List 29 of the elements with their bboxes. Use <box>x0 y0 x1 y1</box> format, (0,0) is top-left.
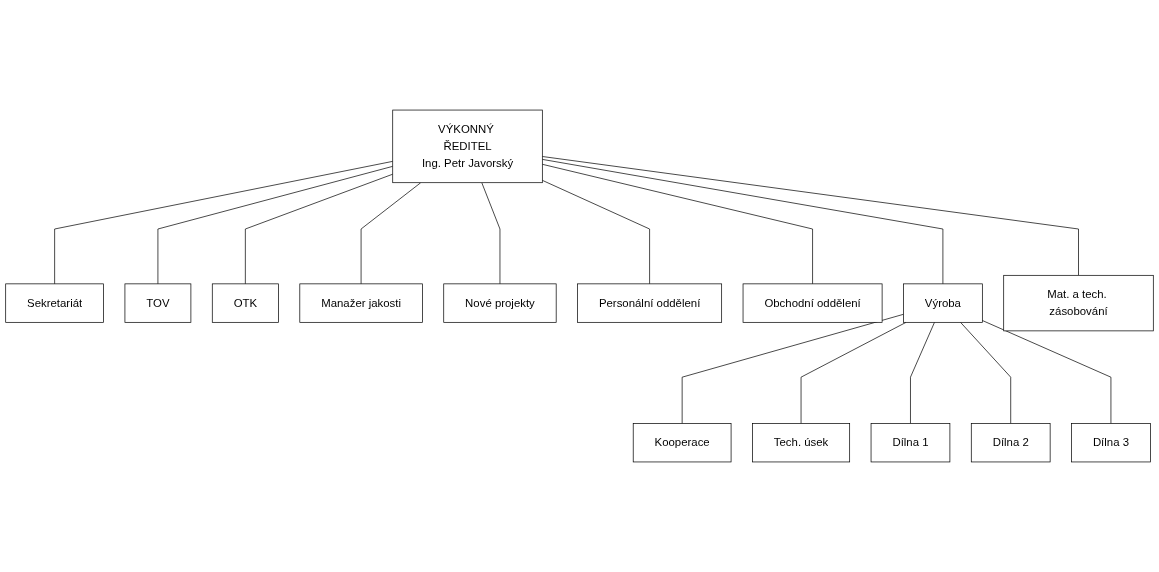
node-box: Kooperace <box>632 423 732 463</box>
connector <box>360 182 422 285</box>
node-box: TOV <box>124 283 192 323</box>
node-box: Dílna 2 <box>970 423 1051 463</box>
node-box: Personální oddělení <box>577 283 723 323</box>
node-box: OTK <box>211 283 279 323</box>
node-box: VÝKONNÝ ŘEDITEL Ing. Petr Javorský <box>392 109 543 184</box>
connector <box>541 179 650 285</box>
node-box: Obchodní oddělení <box>742 283 883 323</box>
node-box: Tech. úsek <box>752 423 851 463</box>
node-box: Dílna 1 <box>870 423 951 463</box>
connector <box>54 161 394 285</box>
node-box: Mat. a tech. zásobování <box>1003 274 1154 332</box>
connector <box>541 159 944 285</box>
connector <box>541 163 813 285</box>
connector <box>481 182 501 285</box>
node-box: Sekretariát <box>5 283 104 323</box>
connector <box>541 156 1079 276</box>
node-box: Nové projekty <box>443 283 557 323</box>
connector <box>910 321 935 424</box>
node-box: Dílna 3 <box>1071 423 1151 463</box>
connector <box>157 166 394 285</box>
connector <box>960 321 1012 424</box>
node-box: Manažer jakosti <box>299 283 423 323</box>
connector <box>800 321 907 424</box>
connector <box>681 313 904 424</box>
node-box: Výroba <box>903 283 983 323</box>
connector <box>245 173 394 285</box>
connector <box>982 320 1112 424</box>
